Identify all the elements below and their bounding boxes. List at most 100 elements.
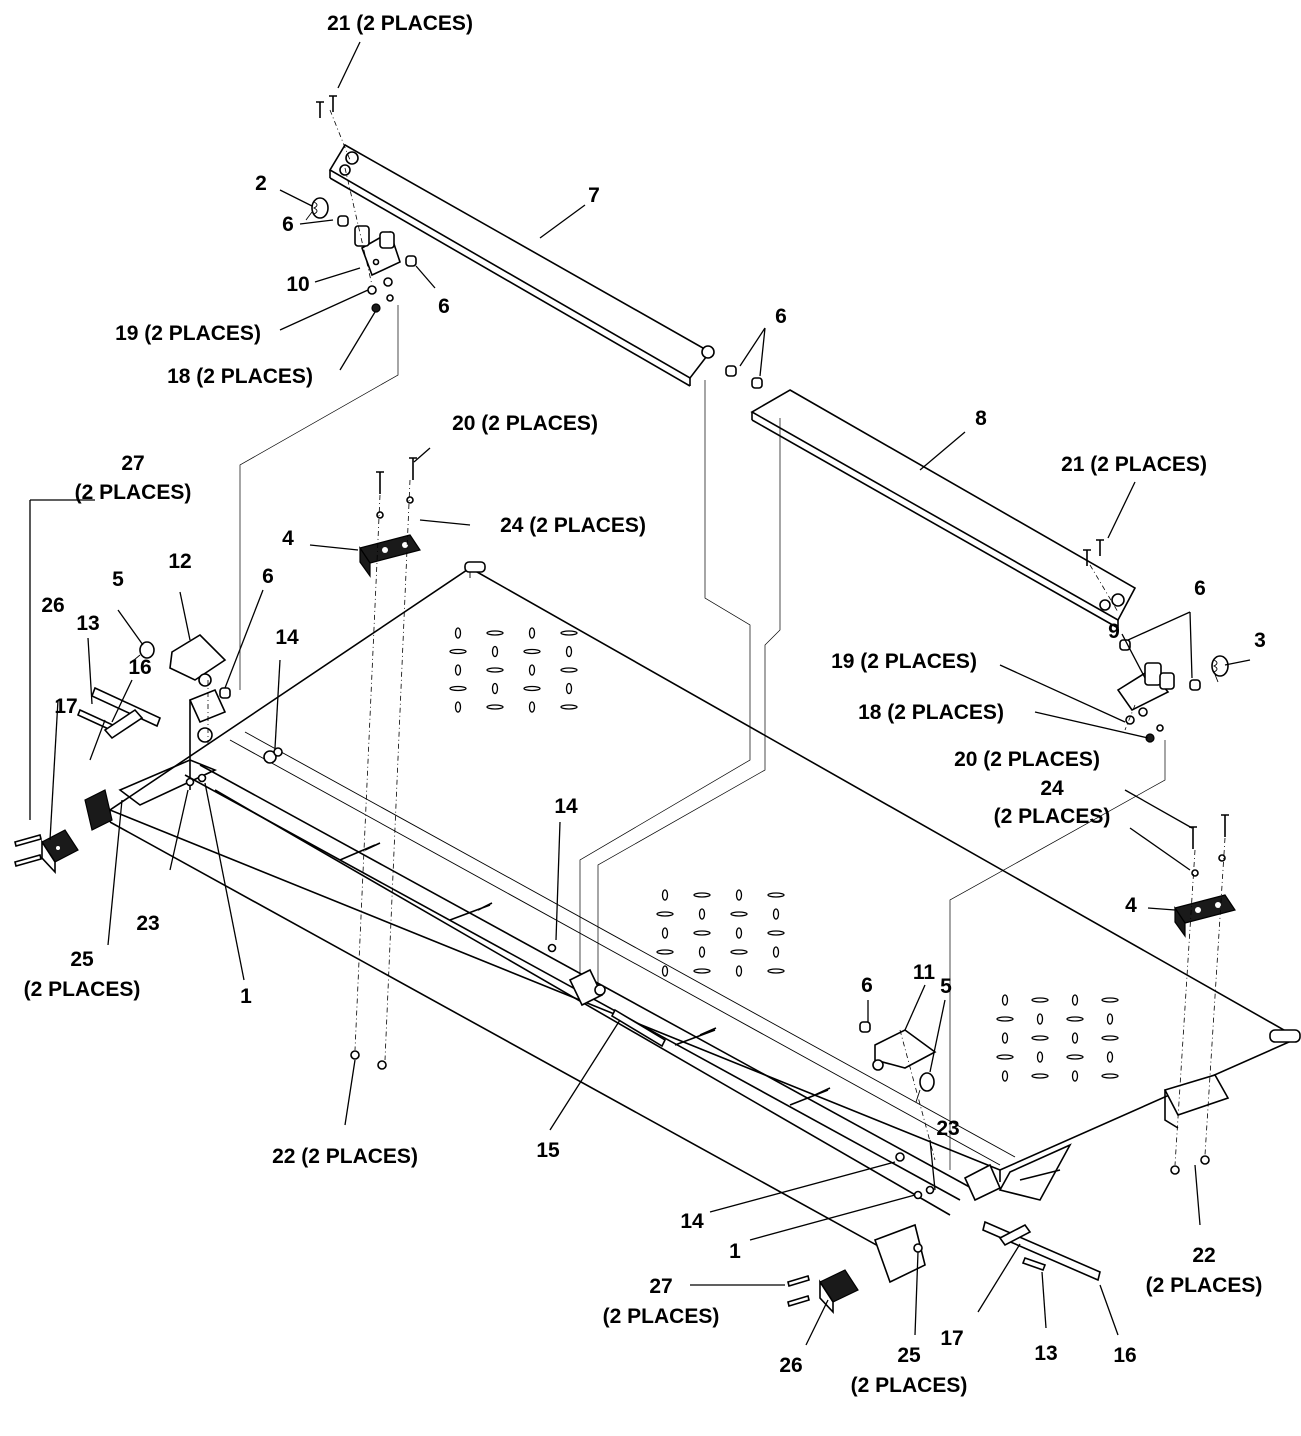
callout-6-e: 6 — [1194, 577, 1206, 600]
slot — [772, 946, 780, 958]
callout-14-center: 14 — [554, 795, 578, 818]
slot-pattern-right — [996, 994, 1119, 1082]
callout-25-right: 25(2 PLACES) — [851, 1344, 968, 1397]
callout-3: 3 — [1254, 629, 1266, 652]
slot — [730, 911, 748, 917]
slot — [656, 911, 674, 917]
callout-2: 2 — [255, 172, 267, 195]
latch-block-left — [84, 789, 113, 831]
slot — [996, 1054, 1014, 1060]
callout-labels: 21 (2 PLACES) 2 7 6 10 6 19 (2 PLACES) 1… — [24, 12, 1266, 1397]
callout-11: 11 — [913, 961, 936, 984]
callout-26-right: 26 — [779, 1354, 802, 1377]
callout-19-top: 19 (2 PLACES) — [115, 322, 261, 345]
callout-21-top: 21 (2 PLACES) — [327, 12, 473, 35]
slot — [1106, 1051, 1114, 1063]
end-cap-26-right — [819, 1269, 859, 1315]
callout-16-right: 16 — [1113, 1344, 1136, 1367]
callout-23-left: 23 — [136, 912, 159, 935]
slot — [1101, 1035, 1119, 1041]
callout-6-a: 6 — [282, 213, 294, 236]
slot — [486, 630, 504, 636]
pin-15 — [547, 943, 667, 1048]
slot — [1066, 1054, 1084, 1060]
callout-1-left: 1 — [240, 985, 252, 1008]
screws — [316, 95, 1229, 849]
callout-15: 15 — [536, 1139, 560, 1162]
callout-22-right: 22(2 PLACES) — [1146, 1244, 1263, 1297]
slot — [449, 685, 467, 692]
spring-3 — [1211, 655, 1229, 683]
slot — [486, 667, 504, 673]
slot — [1071, 994, 1079, 1006]
block-4-lower — [1174, 894, 1236, 938]
slot — [693, 930, 711, 936]
callout-4-top: 4 — [282, 527, 294, 550]
hinge-10 — [354, 225, 401, 277]
slot — [1071, 1070, 1079, 1082]
slot — [486, 704, 504, 710]
callout-14-left: 14 — [275, 626, 299, 649]
slot — [661, 927, 669, 939]
slot — [454, 701, 462, 713]
slot — [528, 701, 536, 713]
callout-17-left: 17 — [54, 695, 77, 718]
bushings-6 — [219, 215, 1201, 1033]
callout-5-right: 5 — [940, 975, 952, 998]
slot — [523, 648, 541, 655]
callout-6-c: 6 — [775, 305, 787, 328]
bar-7 — [328, 143, 715, 387]
slot — [772, 908, 780, 920]
callout-10: 10 — [286, 273, 309, 296]
slot — [661, 889, 669, 901]
assembly-guide-lines — [207, 109, 1226, 1170]
slot — [735, 965, 743, 977]
slot — [454, 664, 462, 676]
slot — [1031, 997, 1049, 1003]
callout-20-right: 20 (2 PLACES) — [954, 748, 1100, 771]
callout-25-left: 25(2 PLACES) — [24, 948, 141, 1001]
slot — [1031, 1073, 1049, 1079]
slot — [698, 908, 706, 920]
slot — [996, 1016, 1014, 1022]
slot — [560, 667, 578, 673]
slot — [1036, 1013, 1044, 1025]
slot — [1101, 1073, 1119, 1079]
callout-6-b: 6 — [438, 295, 450, 318]
slot — [1101, 997, 1119, 1003]
callout-18-top: 18 (2 PLACES) — [167, 365, 313, 388]
slot — [767, 930, 785, 936]
slot — [565, 682, 573, 695]
slot — [528, 664, 536, 676]
callout-16-left: 16 — [128, 656, 151, 679]
slot — [693, 892, 711, 898]
callout-19-right: 19 (2 PLACES) — [831, 650, 977, 673]
callout-20-top: 20 (2 PLACES) — [452, 412, 598, 435]
slot-pattern-center — [656, 889, 785, 977]
callout-5-left: 5 — [112, 568, 124, 591]
slot — [560, 630, 578, 636]
slot — [767, 892, 785, 898]
spring-5-right — [915, 1072, 935, 1103]
slot — [735, 889, 743, 901]
callout-12: 12 — [168, 550, 191, 573]
callout-13-left: 13 — [76, 612, 99, 635]
slot — [1071, 1032, 1079, 1044]
slot — [730, 949, 748, 955]
slot — [693, 968, 711, 974]
callout-24-top: 24 (2 PLACES) — [500, 514, 646, 537]
callout-13-right: 13 — [1034, 1342, 1057, 1365]
callout-4-right: 4 — [1125, 894, 1137, 917]
block-4-upper — [359, 534, 421, 578]
callout-26-left: 26 — [41, 594, 64, 617]
latch-plate-11 — [872, 1029, 937, 1071]
right-end-bracket — [873, 1163, 1002, 1284]
callout-14-right: 14 — [680, 1210, 704, 1233]
slot — [767, 968, 785, 974]
end-cap-26-left — [41, 829, 79, 875]
slot — [1001, 1070, 1009, 1082]
slot — [565, 645, 573, 658]
callout-9: 9 — [1108, 620, 1120, 643]
